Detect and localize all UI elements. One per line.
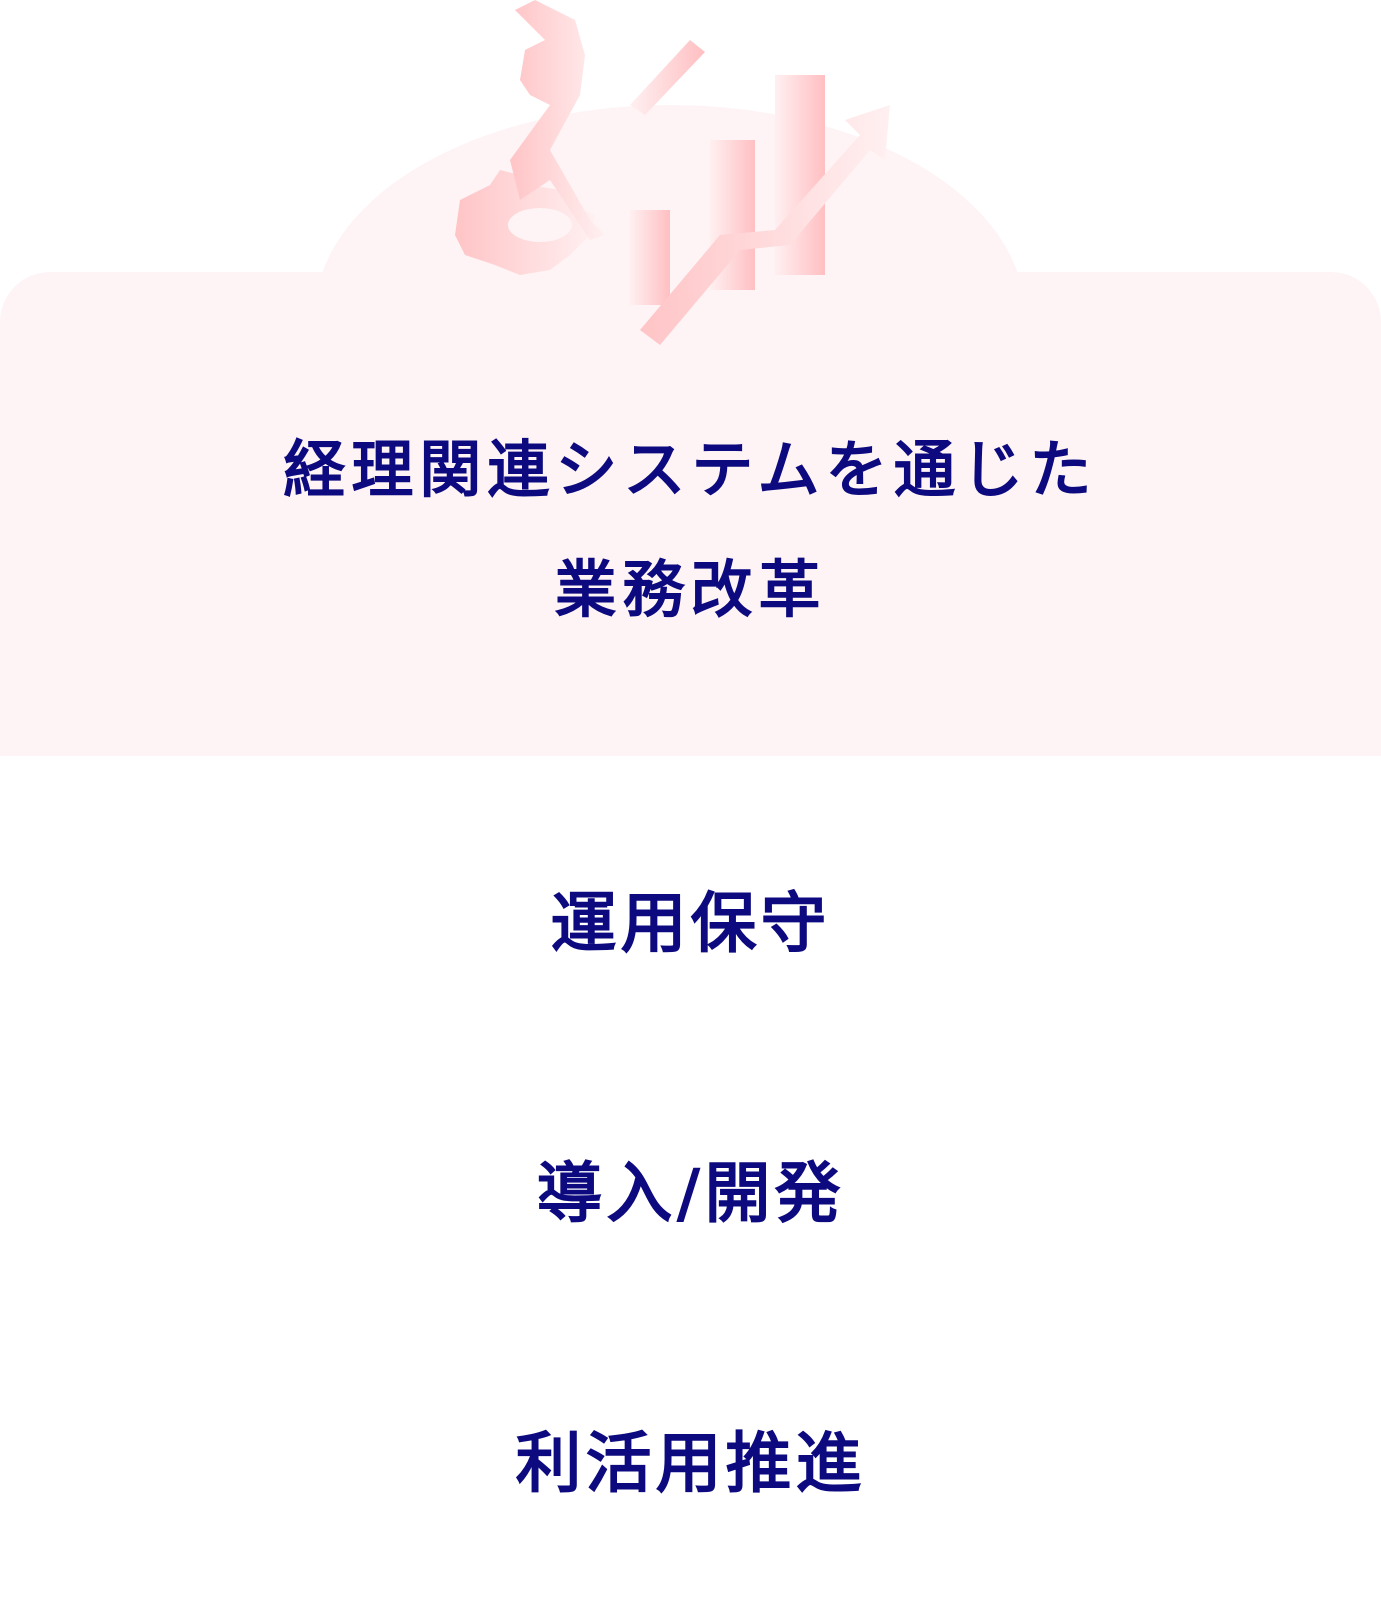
service-item-maintenance: 運用保守 bbox=[550, 885, 831, 962]
hero-title-line1: 経理関連システムを通じた bbox=[283, 433, 1098, 506]
gear-icon bbox=[455, 170, 595, 275]
growth-arrow-icon bbox=[640, 105, 890, 345]
service-item-utilization: 利活用推進 bbox=[515, 1425, 866, 1502]
hero-title-line2: 業務改革 bbox=[554, 553, 827, 626]
hero-title: 経理関連システムを通じた 業務改革 bbox=[0, 410, 1381, 650]
bar-chart-icon bbox=[630, 75, 825, 305]
hero-panel bbox=[0, 272, 1381, 756]
screwdriver-icon bbox=[630, 40, 705, 115]
tools-and-growth-chart-icon bbox=[455, 0, 890, 345]
service-item-implementation: 導入/開発 bbox=[536, 1155, 845, 1232]
wrench-icon bbox=[510, 0, 605, 240]
